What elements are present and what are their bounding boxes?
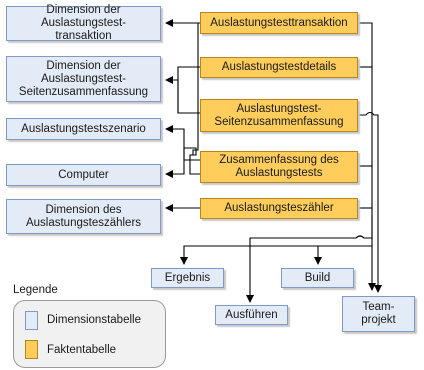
edge-zusammenfassung-to-computer [165, 147, 200, 178]
fact-table-transaktion: Auslastungstesttransaktion [200, 12, 358, 34]
dimension-table-transaktion: Dimension der Auslastungstest- transakti… [6, 4, 161, 42]
dimension-table-ergebnis: Ergebnis [151, 268, 224, 288]
dimension-table-zaehler: Dimension des Auslastungsteszählers [6, 199, 161, 234]
edge-transaktion-right [358, 22, 373, 240]
edge-to-ergebnis [180, 245, 372, 265]
legend-dimension-label: Dimensionstabelle [47, 314, 141, 326]
legend-title: Legende [13, 284, 58, 296]
edge-seiten-right [358, 111, 382, 293]
edge-transaktion-to-seiten-dim [192, 23, 199, 155]
dimension-table-teamprojekt: Team- projekt [342, 296, 415, 332]
legend-fact-label: Faktentabelle [47, 344, 117, 356]
edge-zusammenfassung-to-szenario [165, 125, 200, 161]
legend-fact-swatch [25, 340, 38, 359]
fact-table-details: Auslastungstestdetails [200, 57, 358, 78]
legend-dimension-swatch [25, 311, 38, 330]
fact-table-seitenzusammenfassung: Auslastungstest- Seitenzusammenfassung [200, 99, 358, 132]
fact-table-zusammenfassung: Zusammenfassung des Auslastungstests [200, 151, 358, 183]
edge-seiten-to-dim [165, 76, 200, 114]
edge-bus-bottom [246, 235, 372, 303]
dimension-table-seitenzusammenfassung: Dimension der Auslastungstest- Seitenzus… [6, 56, 161, 102]
dimension-table-szenario: Auslastungstestszenario [6, 118, 161, 140]
dimension-table-computer: Computer [6, 164, 161, 186]
edge-details-to-bus [177, 66, 200, 113]
dimension-table-ausfuehren: Ausführen [215, 305, 288, 325]
dimension-table-build: Build [281, 268, 354, 288]
fact-table-zaehler: Auslastungsteszähler [200, 198, 358, 219]
legend-panel [13, 300, 166, 368]
